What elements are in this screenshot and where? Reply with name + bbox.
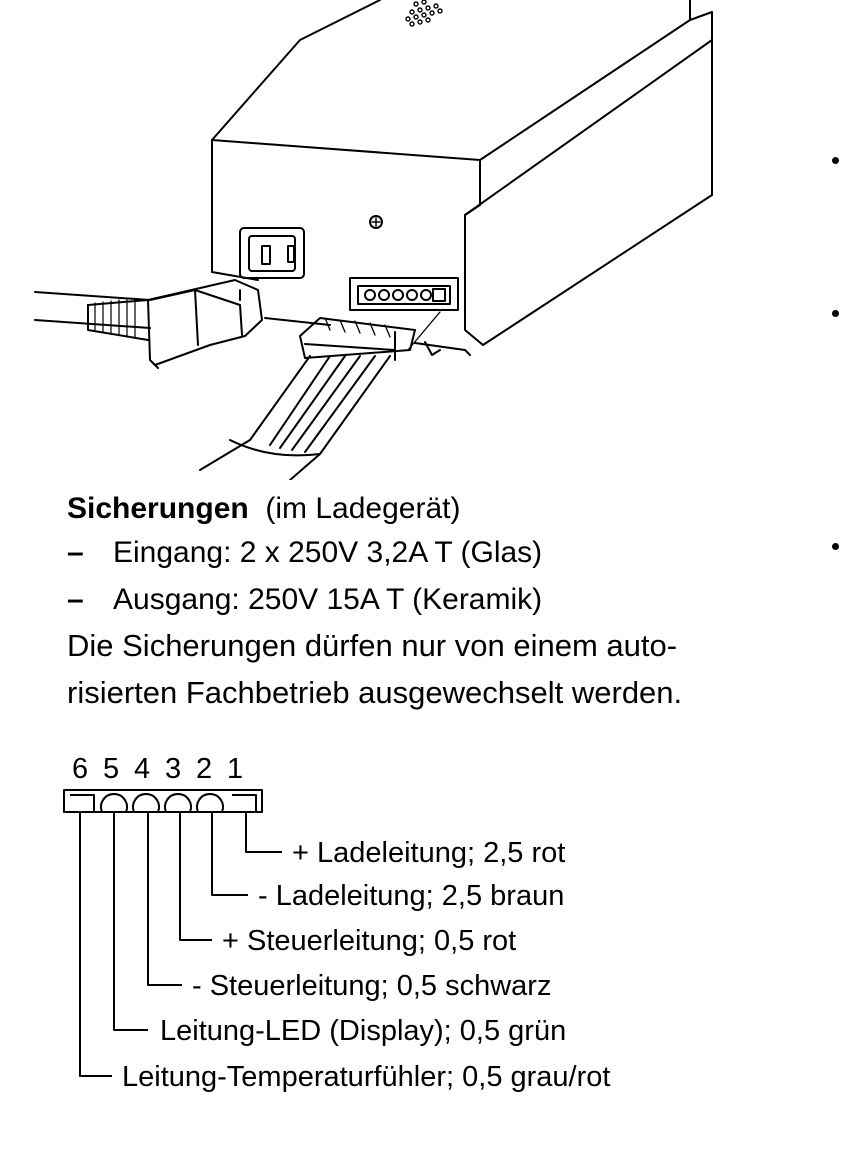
wire-label-pin-1: + Ladeleitung; 2,5 rot xyxy=(292,837,566,869)
list-dash: – xyxy=(67,583,84,616)
fuse-item-text: Eingang: 2 x 250V 3,2A T (Glas) xyxy=(113,536,543,569)
fuses-heading: Sicherungen (im Ladegerät) xyxy=(67,494,460,524)
wire-label-pin-4: - Steuerleitung; 0,5 schwarz xyxy=(192,970,552,1002)
bullet-marker xyxy=(832,543,839,550)
pin-number: 6 xyxy=(72,753,89,785)
bullet-marker xyxy=(832,157,839,164)
fuse-note-line-1: Die Sicherungen dürfen nur von einem aut… xyxy=(67,628,678,663)
fuse-item-input: –Eingang: 2 x 250V 3,2A T (Glas) xyxy=(67,538,542,568)
wire-label-pin-5: Leitung-LED (Display); 0,5 grün xyxy=(160,1015,567,1047)
fuses-heading-bold: Sicherungen xyxy=(67,492,249,525)
wire-label-pin-6: Leitung-Temperaturfühler; 0,5 grau/rot xyxy=(122,1061,611,1093)
fuse-item-output: –Ausgang: 250V 15A T (Keramik) xyxy=(67,585,542,615)
wire-label-pin-3: + Steuerleitung; 0,5 rot xyxy=(222,925,517,957)
fuse-note-line-2: risierten Fachbetrieb ausgewechselt werd… xyxy=(67,675,683,710)
fuses-heading-suffix: (im Ladegerät) xyxy=(265,492,461,525)
bullet-marker xyxy=(832,310,839,317)
pin-number: 1 xyxy=(227,753,244,785)
pin-number: 5 xyxy=(103,753,120,785)
fuse-item-text: Ausgang: 250V 15A T (Keramik) xyxy=(113,583,543,616)
pin-number: 2 xyxy=(196,753,213,785)
pin-number: 3 xyxy=(165,753,182,785)
charger-illustration xyxy=(34,0,713,480)
pin-number: 4 xyxy=(134,753,151,785)
list-dash: – xyxy=(67,536,84,569)
wire-label-pin-2: - Ladeleitung; 2,5 braun xyxy=(258,880,565,912)
